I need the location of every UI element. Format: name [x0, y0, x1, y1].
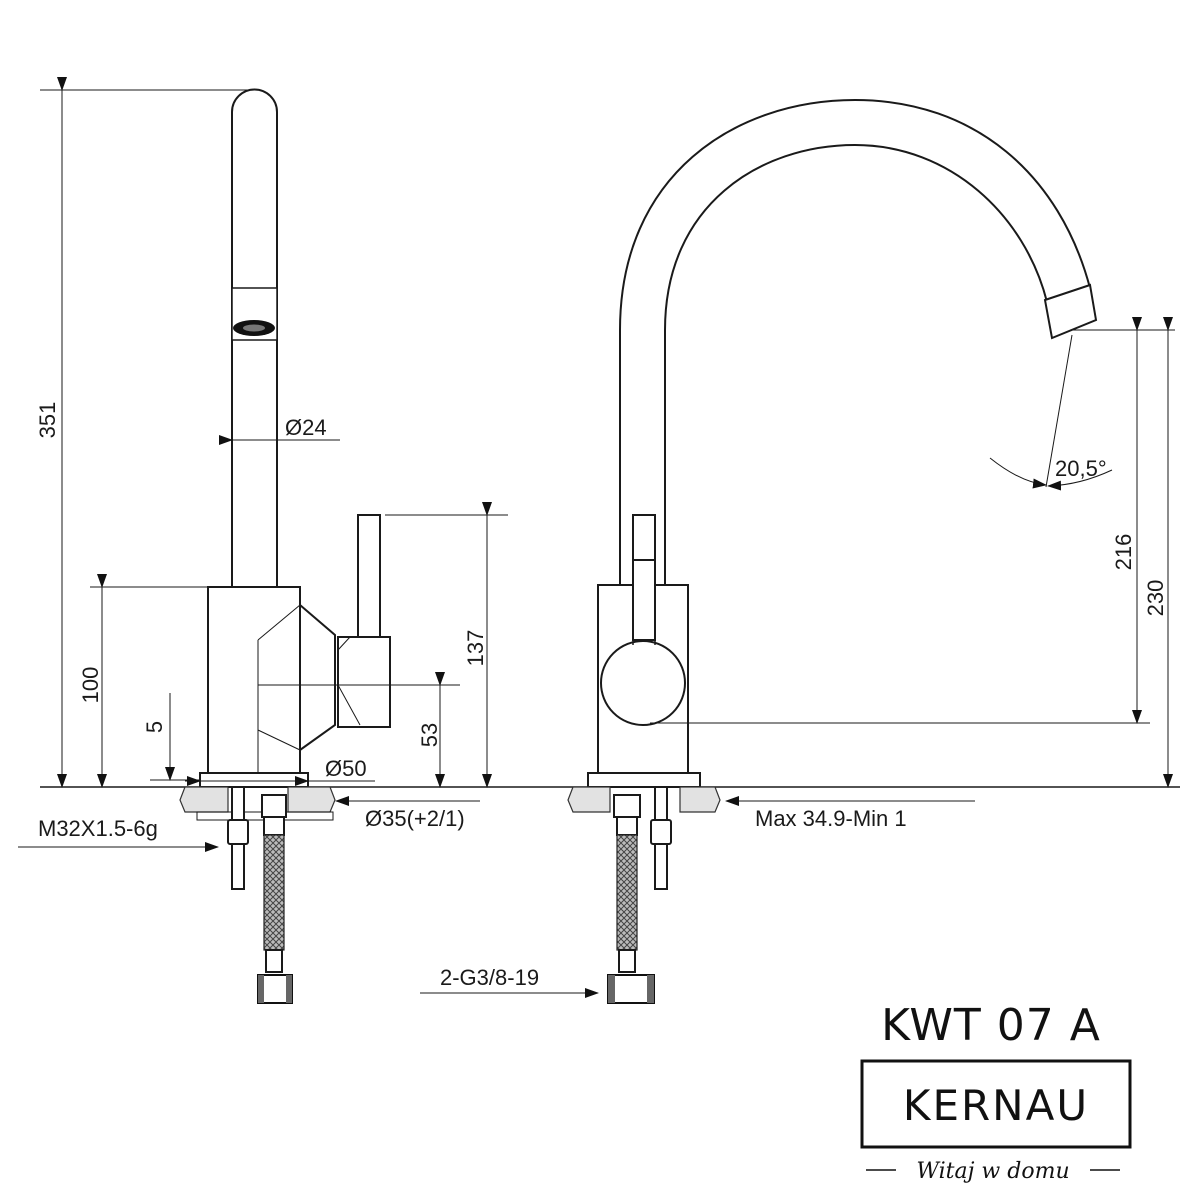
curved-spout — [619, 98, 1092, 586]
dim-handle-axis: 53 — [417, 723, 442, 747]
brand-slogan: Witaj w domu — [916, 1159, 1069, 1184]
dim-total-height: 351 — [35, 402, 60, 439]
front-view-faucet — [567, 98, 1098, 1004]
countertop-section — [179, 786, 229, 813]
mounting-nut — [227, 819, 249, 845]
dim-body-height: 100 — [78, 667, 103, 704]
brand-name: KERNAU — [903, 1081, 1089, 1130]
side-view-faucet — [179, 88, 460, 1004]
hose-fitting — [261, 794, 287, 818]
dim-base-offset: 5 — [142, 721, 167, 733]
body — [207, 586, 301, 774]
side-view-dimensions: 351 100 5 Ø24 137 53 Ø50 Ø35(+2/1) M32X1… — [18, 77, 508, 852]
dim-hole-diameter: Ø35(+2/1) — [365, 806, 465, 831]
aerator — [1043, 283, 1098, 340]
dim-thread: M32X1.5-6g — [38, 816, 158, 841]
dim-countertop-thickness: Max 34.9-Min 1 — [755, 806, 907, 831]
brand-box — [860, 1059, 1132, 1149]
dim-handle-height: 137 — [463, 630, 488, 667]
dim-base-diameter: Ø50 — [325, 756, 367, 781]
supply-hose — [263, 834, 285, 951]
dim-hose-connection: 2-G3/8-19 — [440, 965, 539, 990]
handle-lever — [357, 514, 381, 638]
dim-aerator-height: 216 — [1111, 534, 1136, 571]
handle-connector — [299, 602, 336, 752]
front-view-dimensions: 216 230 20,5° Max 34.9-Min 1 2-G3/8-19 — [420, 317, 1175, 998]
handle-cylinder — [337, 636, 391, 728]
handle-disc — [600, 640, 686, 726]
logo-block: KWT 07 A KERNAU Witaj w domu — [860, 1000, 1132, 1184]
dim-spout-diameter: Ø24 — [285, 415, 327, 440]
dim-swivel-angle: 20,5° — [1055, 456, 1107, 481]
dim-outlet-height: 230 — [1143, 580, 1168, 617]
model-title: KWT 07 A — [881, 1000, 1101, 1051]
base-plate — [199, 772, 309, 788]
base-plate — [587, 772, 701, 788]
countertop-section — [567, 786, 611, 813]
supply-hose — [616, 834, 638, 951]
